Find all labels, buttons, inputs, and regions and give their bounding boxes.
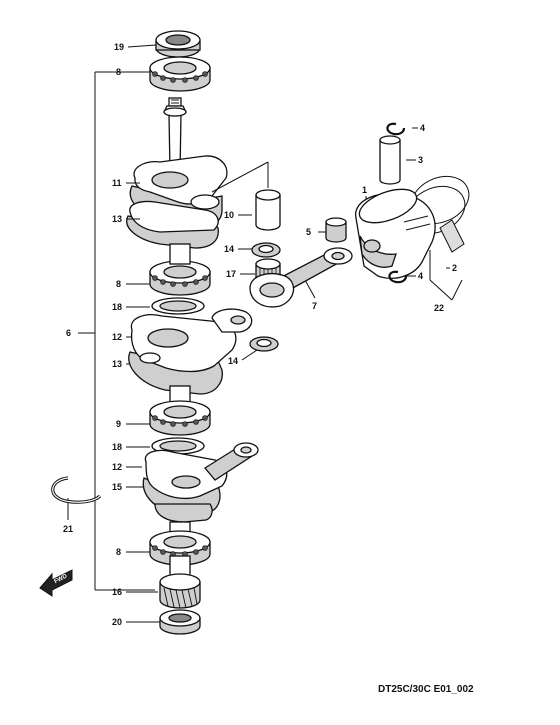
callout-14-lower: 14 — [228, 356, 238, 366]
callout-15: 15 — [112, 482, 122, 492]
callout-3: 3 — [418, 155, 423, 165]
part-oil-seal-bottom — [159, 609, 201, 635]
callout-8-middle: 8 — [116, 279, 121, 289]
part-seal-ring-upper — [151, 297, 205, 315]
part-thrust-washer-upper — [251, 242, 281, 258]
part-crank-web-upper — [126, 155, 228, 249]
part-piston-pin — [379, 135, 401, 185]
callout-labels: 19 8 11 13 10 14 8 17 18 12 13 14 9 18 1… — [63, 42, 457, 627]
callout-11: 11 — [112, 178, 122, 188]
callout-18-lower: 18 — [112, 442, 122, 452]
part-bearing-lower — [149, 400, 211, 436]
callout-7: 7 — [312, 301, 317, 311]
part-small-end-bearing — [325, 217, 347, 243]
callout-22: 22 — [434, 303, 444, 313]
callout-12-lower: 12 — [112, 462, 122, 472]
callout-6: 6 — [66, 328, 71, 338]
callout-13-lower: 13 — [112, 359, 122, 369]
callout-16: 16 — [112, 587, 122, 597]
callout-13-upper: 13 — [112, 214, 122, 224]
callout-21: 21 — [63, 524, 73, 534]
drawing-code: DT25C/30C E01_002 — [378, 684, 474, 695]
callout-2: 2 — [452, 263, 457, 273]
part-connecting-rod — [249, 247, 353, 308]
callout-8-top: 8 — [116, 67, 121, 77]
part-retaining-ring — [51, 476, 102, 504]
callout-18-upper: 18 — [112, 302, 122, 312]
part-crank-pin — [255, 189, 281, 231]
callout-20: 20 — [112, 617, 122, 627]
part-bearing-bottom — [149, 530, 211, 577]
callout-1: 1 — [362, 185, 367, 195]
callout-4-top: 4 — [420, 123, 425, 133]
callout-17: 17 — [226, 269, 236, 279]
callout-4-bottom: 4 — [418, 271, 423, 281]
callout-12-upper: 12 — [112, 332, 122, 342]
part-bearing-middle — [149, 243, 211, 296]
forward-direction-badge: FWD — [39, 569, 73, 597]
part-piston-clip-bottom — [388, 270, 408, 284]
callout-8-bottom: 8 — [116, 547, 121, 557]
callout-5: 5 — [306, 227, 311, 237]
callout-9: 9 — [116, 419, 121, 429]
part-crank-web-lower — [142, 442, 259, 523]
callout-19: 19 — [114, 42, 124, 52]
part-oil-seal-top — [155, 30, 201, 58]
callout-14-upper: 14 — [224, 244, 234, 254]
part-bearing-top — [149, 56, 211, 92]
part-piston-clip-top — [386, 122, 406, 136]
part-thrust-washer-lower — [249, 336, 279, 352]
part-crank-web-middle — [128, 308, 253, 395]
part-pinion-gear — [159, 573, 201, 609]
part-piston — [355, 188, 436, 279]
callout-10: 10 — [224, 210, 234, 220]
